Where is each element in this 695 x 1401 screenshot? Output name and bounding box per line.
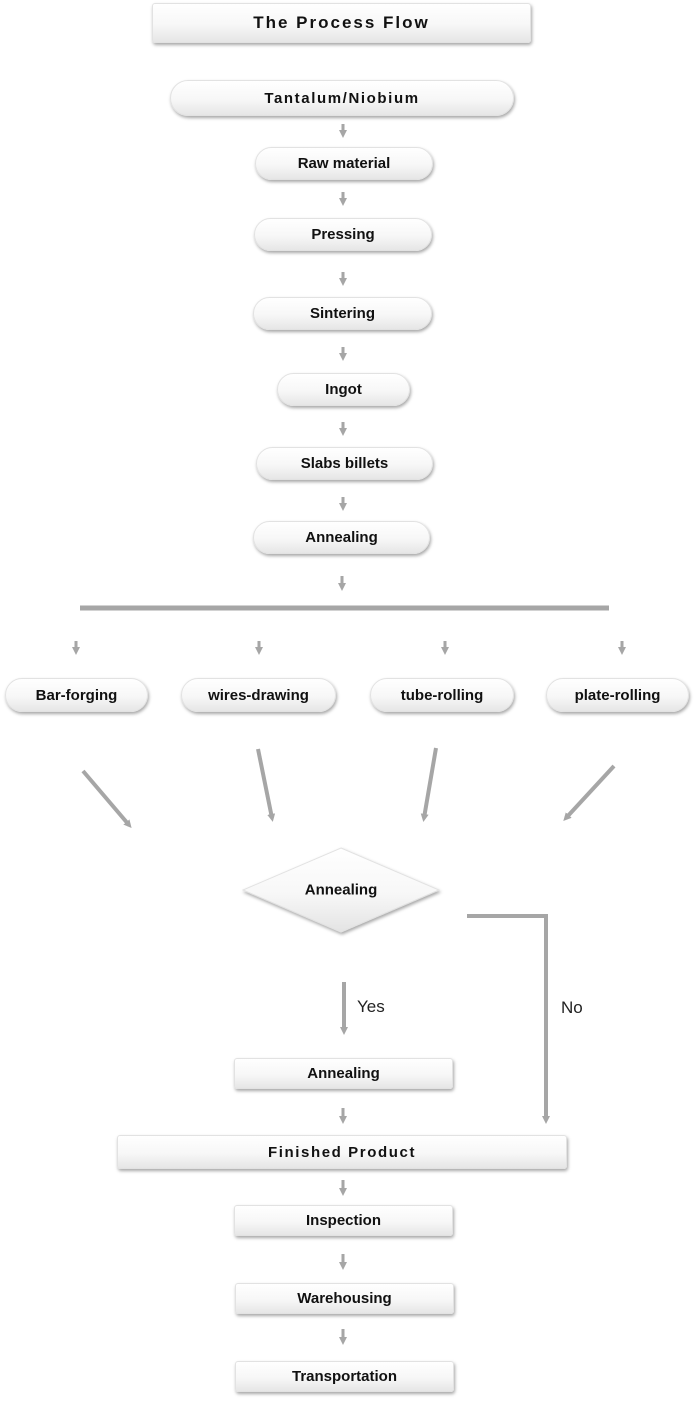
arrow-plate-converge <box>563 764 616 821</box>
step-finished-product: Finished Product <box>117 1135 567 1169</box>
page-title: The Process Flow <box>152 3 531 43</box>
step-source: Tantalum/Niobium <box>170 80 514 116</box>
step-raw-material: Raw material <box>255 147 433 180</box>
no-path <box>467 914 550 1124</box>
step-slabs-billets: Slabs billets <box>256 447 433 480</box>
step-sintering: Sintering <box>253 297 432 330</box>
no-label: No <box>561 998 583 1017</box>
step-annealing: Annealing <box>253 521 430 554</box>
arrow-bar-converge <box>81 769 132 829</box>
step-ingot: Ingot <box>277 373 410 406</box>
branch-plate-rolling: plate-rolling <box>546 678 689 712</box>
converge-arrows <box>81 747 616 829</box>
branch-wires-drawing: wires-drawing <box>181 678 336 712</box>
yes-label: Yes <box>357 997 385 1016</box>
arrow-wires-converge <box>256 748 276 822</box>
decision-diamond <box>241 847 441 933</box>
step-warehousing: Warehousing <box>235 1283 454 1314</box>
step-transportation: Transportation <box>235 1361 454 1392</box>
step-inspection: Inspection <box>234 1205 453 1236</box>
stem-arrows <box>338 124 347 591</box>
branch-bar-forging: Bar-forging <box>5 678 148 712</box>
branch-arrows <box>72 641 626 655</box>
branch-tube-rolling: tube-rolling <box>370 678 514 712</box>
decision-label: Annealing <box>304 881 378 899</box>
arrow-tube-converge <box>420 747 438 822</box>
step-pressing: Pressing <box>254 218 432 251</box>
step-annealing-final: Annealing <box>234 1058 453 1089</box>
